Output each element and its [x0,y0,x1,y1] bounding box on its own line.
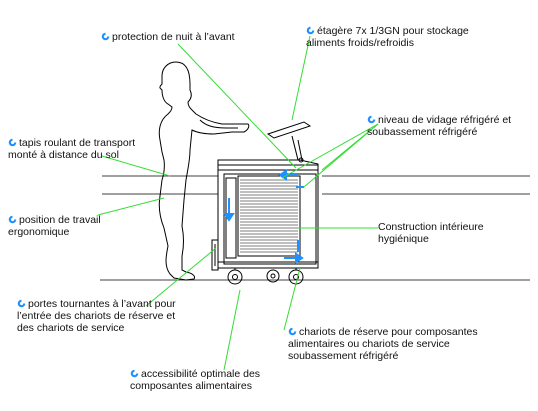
label-hygienic: Construction intérieure hygiénique [378,221,484,245]
circle-arrow-icon [101,32,110,41]
top-shelf-tray [266,121,312,163]
conveyor-belt-lines [102,175,530,195]
circle-arrow-icon [306,26,315,35]
circle-arrow-icon [288,327,297,336]
cart-wheels [227,268,304,285]
label-revolving-doors: portes tournantes à l’avant pour l’entré… [17,298,176,334]
interior-shelf-slats [240,179,298,253]
circle-arrow-icon [8,138,17,147]
circle-arrow-icon [8,215,17,224]
person-arm-detail [199,119,238,129]
circle-arrow-icon [130,369,139,378]
circle-arrow-icon [17,299,26,308]
label-reserve-carts: chariots de réserve pour composantes ali… [288,326,478,362]
label-ergonomic: position de travail ergonomique [8,214,101,238]
person-silhouette [158,61,250,281]
revolving-door-panel [211,239,219,271]
circle-arrow-icon [367,115,376,124]
label-shelf: étagère 7x 1/3GN pour stockage aliments … [306,25,469,49]
label-refrigerated-level: niveau de vidage réfrigéré et soubasseme… [367,114,512,138]
leader-lines [97,35,379,371]
workstation-cabinet [217,159,319,269]
label-night-protection: protection de nuit à l’avant [101,31,235,43]
label-conveyor: tapis roulant de transport monté à dista… [8,137,136,161]
label-accessibility: accessibilité optimale des composantes a… [130,368,261,392]
flow-arrows [223,169,304,264]
